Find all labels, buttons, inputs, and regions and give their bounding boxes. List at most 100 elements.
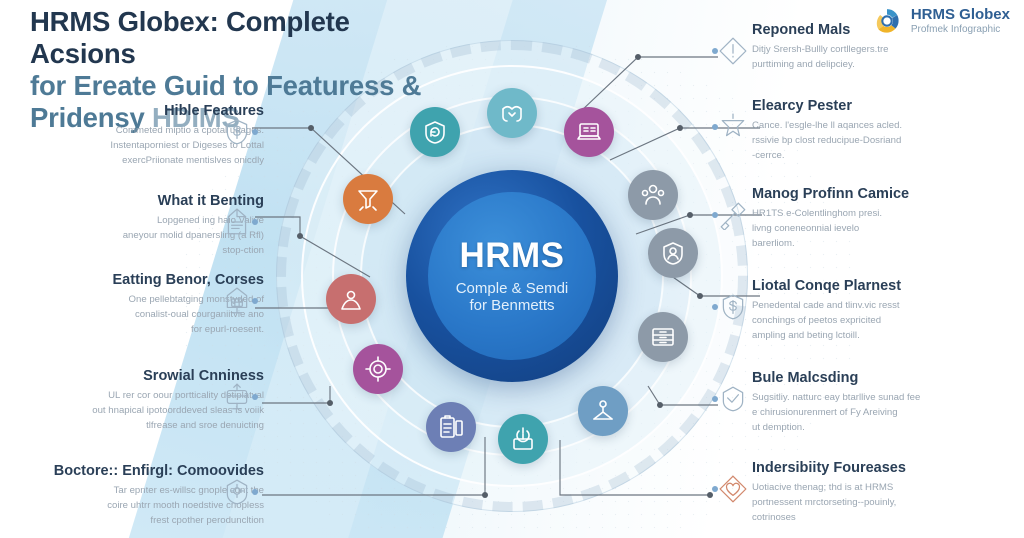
- entry-alert-diamond-icon: [718, 36, 748, 66]
- document-lines-icon: [227, 208, 247, 235]
- right-entry-body: HR1TS e-Colentlinghom presi.livng conene…: [752, 208, 883, 249]
- funnel-filter-icon: [358, 190, 378, 212]
- orbit-bubble-shield-refresh-icon: [410, 107, 461, 158]
- brand-logo: HRMS Globex Profmek Infographic: [870, 4, 1010, 38]
- entry-connector-dot: [252, 219, 258, 225]
- monitor-calendar-icon: [226, 287, 248, 314]
- right-entry-title: Reponed Mals: [752, 22, 851, 38]
- network-share-icon: [593, 400, 613, 420]
- clipboard-list-icon: [440, 415, 463, 438]
- center-hub: HRMS Comple & Semdi for Benmetts: [428, 192, 596, 360]
- right-entry-title: Bule Malcsding: [752, 370, 859, 386]
- handshake-icon: [502, 105, 522, 122]
- team-group-icon: [641, 184, 665, 205]
- headline-line-3-primary: Pridensy: [30, 101, 153, 133]
- left-entry: Srowial Cnniness UL rer cor oour porttica…: [0, 368, 264, 433]
- entry-connector-dot: [712, 124, 718, 130]
- orbit-bubble-clipboard-list-icon: [425, 402, 476, 453]
- hub-title: HRMS: [459, 235, 565, 275]
- entry-connector-dot: [252, 489, 258, 495]
- shield-user-icon: [663, 242, 684, 266]
- entry-briefcase-arrow-icon: [222, 382, 252, 412]
- cursor-click-icon: [721, 113, 745, 137]
- left-entry-body: UL rer cor oour portticality detiplatval…: [92, 390, 264, 431]
- hub-subtitle-line2: for Benmetts: [469, 297, 555, 314]
- monitor-power-icon: [513, 426, 534, 450]
- orbit-bubble-archive-drawer-icon: [638, 312, 689, 363]
- entry-connector-dot: [712, 212, 718, 218]
- entry-connector-dot: [712, 396, 718, 402]
- hammer-tools-icon: [720, 202, 746, 231]
- right-entry-body: Cance. l'esgle-lhe ll aqances acled.rssi…: [752, 120, 903, 161]
- entry-connector-dot: [712, 48, 718, 54]
- right-entry-title: Indersibiity Foureases: [752, 460, 906, 476]
- orbit-bubble-monitor-power-icon: [498, 413, 549, 464]
- entry-monitor-calendar-icon: [222, 286, 252, 316]
- brand-subtitle: Profmek Infographic: [910, 23, 1001, 35]
- entry-connector-dot: [252, 394, 258, 400]
- page-title: HRMS Globex: Complete Acsions for Ereate…: [30, 6, 460, 134]
- orbit-bubble-shield-user-icon: [648, 228, 699, 279]
- left-entry-title: What it Benting: [157, 193, 264, 209]
- entry-connector-dot: [712, 486, 718, 492]
- left-entry-title: Hible Features: [164, 103, 264, 119]
- entry-heart-diamond-icon: [718, 474, 748, 504]
- left-entry-body: Commeted miptio a cpotal uaages.Instenta…: [110, 125, 264, 166]
- headline-line-1: HRMS Globex: Complete Acsions: [30, 6, 350, 69]
- alert-diamond-icon: [719, 37, 747, 65]
- orbit-bubble-gear-target-icon: [353, 344, 404, 395]
- gear-target-icon: [365, 356, 392, 383]
- left-entry-title: Srowial Cnniness: [143, 368, 264, 384]
- briefcase-arrow-icon: [226, 383, 248, 410]
- shield-refresh-icon: [425, 121, 446, 144]
- orbit-bubble-team-group-icon: [628, 169, 679, 220]
- right-entry-body: Sugsitliy. natturc eay btarllive sunad f…: [752, 392, 921, 433]
- brand-name: HRMS Globex: [910, 6, 1010, 24]
- left-entry-title: Eatting Benor, Corses: [112, 272, 264, 288]
- circular-arrows-logo-icon: [876, 9, 899, 33]
- entry-shield-dollar-icon: [222, 117, 252, 147]
- entry-connector-dot: [712, 304, 718, 310]
- headline-line-3: Pridensy HDIMS: [30, 102, 460, 134]
- entry-shield-check-icon: [718, 384, 748, 414]
- shield-gear-icon: [226, 479, 248, 505]
- left-entry-title: Boctore:: Enfirgl: Comoovides: [53, 463, 264, 479]
- entry-cursor-click-icon: [718, 112, 748, 142]
- orbit-bubble-handshake-icon: [487, 88, 537, 138]
- heart-diamond-icon: [719, 475, 747, 503]
- headline-line-2: for Ereate Guid to Featuress &: [30, 69, 422, 101]
- archive-drawer-icon: [652, 328, 674, 346]
- entry-shield-gear-icon: [222, 477, 252, 507]
- entry-document-lines-icon: [222, 207, 252, 237]
- entry-shield-dollar-icon: [718, 292, 748, 322]
- orbit-bubble-laptop-report-icon: [563, 107, 614, 158]
- right-entry-title: Manog Profinn Camice: [752, 186, 910, 202]
- orbit-bubble-funnel-filter-icon: [343, 174, 394, 225]
- headline-line-3-accent: HDIMS: [152, 101, 240, 133]
- shield-check-icon: [722, 386, 744, 412]
- orbit-bubble-network-share-icon: [578, 386, 629, 437]
- entry-hammer-tools-icon: [718, 200, 748, 231]
- right-entry-title: Elearcy Pester: [752, 98, 852, 114]
- shield-dollar-icon: [226, 119, 248, 145]
- entry-connector-dot: [252, 129, 258, 135]
- shield-dollar-icon: [722, 294, 744, 320]
- person-award-icon: [340, 290, 361, 310]
- right-entry-title: Liotal Conqe Plarnest: [752, 278, 902, 294]
